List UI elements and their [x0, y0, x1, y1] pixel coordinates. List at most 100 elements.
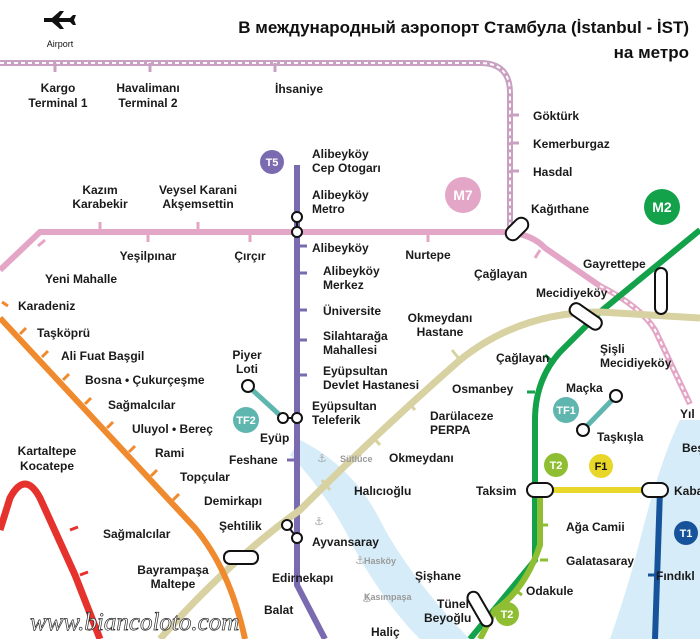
m2-line [467, 227, 700, 639]
station-yildiz: Yıl [680, 407, 695, 421]
station-kazim: Kazım [82, 183, 117, 197]
airport-logo: Airport [44, 11, 76, 49]
station-sisli: Şişli [600, 342, 625, 356]
station-pierre-loti-2: Loti [236, 362, 258, 376]
station-gayrettepe: Gayrettepe [583, 257, 646, 271]
svg-text:T1: T1 [680, 528, 693, 540]
station-gokturk: Göktürk [533, 109, 579, 123]
station-alibeykoy-cep: Alibeyköy [312, 147, 369, 161]
tf1-line [581, 394, 618, 432]
station-kagithane: Kağıthane [531, 202, 589, 216]
station-eyup: Eyüp [260, 431, 289, 445]
station-topcular: Topçular [180, 470, 230, 484]
station-edirnekapi: Edirnekapı [272, 571, 333, 585]
station-kazim-2: Karabekir [72, 197, 128, 211]
station-alibeykoy: Alibeyköy [312, 241, 369, 255]
station-taskopru: Taşköprü [37, 326, 90, 340]
station-mecidiyekoy: Mecidiyeköy [536, 286, 608, 300]
station-demirkapi: Demirkapı [204, 494, 262, 508]
station-halic: Haliç [371, 625, 400, 639]
station-universite: Üniversite [323, 303, 381, 318]
t1-line [652, 489, 663, 639]
station-eyupsultan-teleferik: Eyüpsultan [312, 399, 377, 413]
pier-sutluce: Sütlüce [340, 454, 373, 464]
m6-ticks [1, 300, 181, 502]
station-hasdal: Hasdal [533, 165, 572, 179]
m7-ticks [37, 222, 542, 259]
pier-icon: ⚓ [314, 515, 324, 528]
station-kargo: Kargo [41, 81, 76, 95]
station-tunel: Tünel [437, 597, 469, 611]
pier-icon: ⚓ [317, 452, 327, 465]
badge-t1: T1 [674, 521, 698, 545]
m11-line [0, 60, 513, 230]
station-caglayan-m7: Çağlayan [474, 267, 527, 281]
station-osmanbey: Osmanbey [452, 382, 514, 396]
svg-text:M7: M7 [453, 187, 473, 203]
station-ayvansaray: Ayvansaray [312, 535, 379, 549]
t5-line [294, 165, 328, 639]
station-silahtaraga: Silahtarağa [323, 329, 388, 343]
station-circir: Çırçır [234, 249, 266, 263]
station-taksim: Taksim [476, 484, 516, 498]
station-eyupsultan-teleferik-2: Teleferik [312, 413, 361, 427]
station-okmeydani: Okmeydanı [389, 451, 454, 465]
watermark: www.biancoloto.com [30, 609, 239, 636]
station-alibeykoy-metro: Alibeyköy [312, 188, 369, 202]
svg-text:TF1: TF1 [556, 405, 576, 417]
station-darulaceze-2: PERPA [430, 423, 471, 437]
svg-text:TF2: TF2 [236, 415, 256, 427]
station-galatasaray: Galatasaray [566, 554, 634, 568]
station-silahtaraga-2: Mahallesi [323, 343, 377, 357]
station-alibeykoy-merkez: Alibeyköy [323, 264, 380, 278]
page-subtitle: на метро [614, 43, 689, 62]
transfer-connectors [223, 211, 669, 628]
svg-text:M2: M2 [652, 199, 672, 215]
svg-text:T2: T2 [550, 460, 563, 472]
golden-horn-water [290, 440, 470, 639]
station-havalimani-2: Terminal 2 [118, 96, 177, 110]
station-findikli: Fındıkl [656, 569, 695, 583]
station-veysel-2: Akşemsettin [162, 197, 233, 211]
station-bayrampasa-2: Maltepe [151, 577, 196, 591]
badge-m2: M2 [644, 189, 680, 225]
marmaray-ticks [320, 349, 462, 491]
station-eyupsultan-devlet-2: Devlet Hastanesi [323, 378, 419, 392]
station-kartaltepe: Kartaltepe [18, 444, 77, 458]
station-sisli-2: Mecidiyeköy [600, 356, 672, 370]
m11-ticks [53, 63, 519, 173]
badge-tf2: TF2 [233, 407, 259, 433]
badge-f1: F1 [589, 454, 613, 478]
airplane-icon [44, 11, 76, 29]
badge-t2-lower: T2 [495, 602, 519, 626]
t2-ticks [514, 523, 548, 597]
badge-tf1: TF1 [553, 397, 579, 423]
svg-text:F1: F1 [595, 461, 608, 473]
station-caglayan-t5: Çağlayan [496, 351, 549, 365]
pier-icon: ⚓ [355, 554, 365, 567]
station-ihsaniye: İhsaniye [275, 81, 323, 96]
station-alibeykoy-merkez-2: Merkez [323, 278, 364, 292]
station-karadeniz: Karadeniz [18, 299, 75, 313]
pier-haskoy: Hasköy [364, 556, 396, 566]
bosphorus-water [610, 420, 700, 639]
pier-kasimpasa: Kasımpaşa [364, 592, 413, 602]
page-title: В международный аэропорт Стамбула (İstan… [238, 18, 689, 37]
m1-ticks [69, 525, 89, 577]
station-yeni-mahalle: Yeni Mahalle [45, 272, 117, 286]
station-labels: Kargo Terminal 1 Havalimanı Terminal 2 İ… [18, 81, 700, 639]
station-sehtilik: Şehtilik [219, 519, 262, 533]
station-kargo-2: Terminal 1 [28, 96, 87, 110]
station-uluyol: Uluyol • Bereç [132, 422, 213, 436]
station-besiktas: Beş [682, 441, 700, 455]
station-taskisla: Taşkışla [597, 430, 644, 444]
station-bosna: Bosna • Çukurçeşme [85, 373, 205, 387]
ferry-pier-icons: ⚓ ⚓ ⚓ ⚓ [314, 452, 372, 605]
station-pierre-loti: Piyer [232, 348, 262, 362]
badge-t2: T2 [544, 453, 568, 477]
station-sagmalcilar-m1: Sağmalcılar [103, 527, 171, 541]
tf2-line [246, 384, 285, 420]
station-tunel-2: Beyoğlu [424, 611, 471, 625]
